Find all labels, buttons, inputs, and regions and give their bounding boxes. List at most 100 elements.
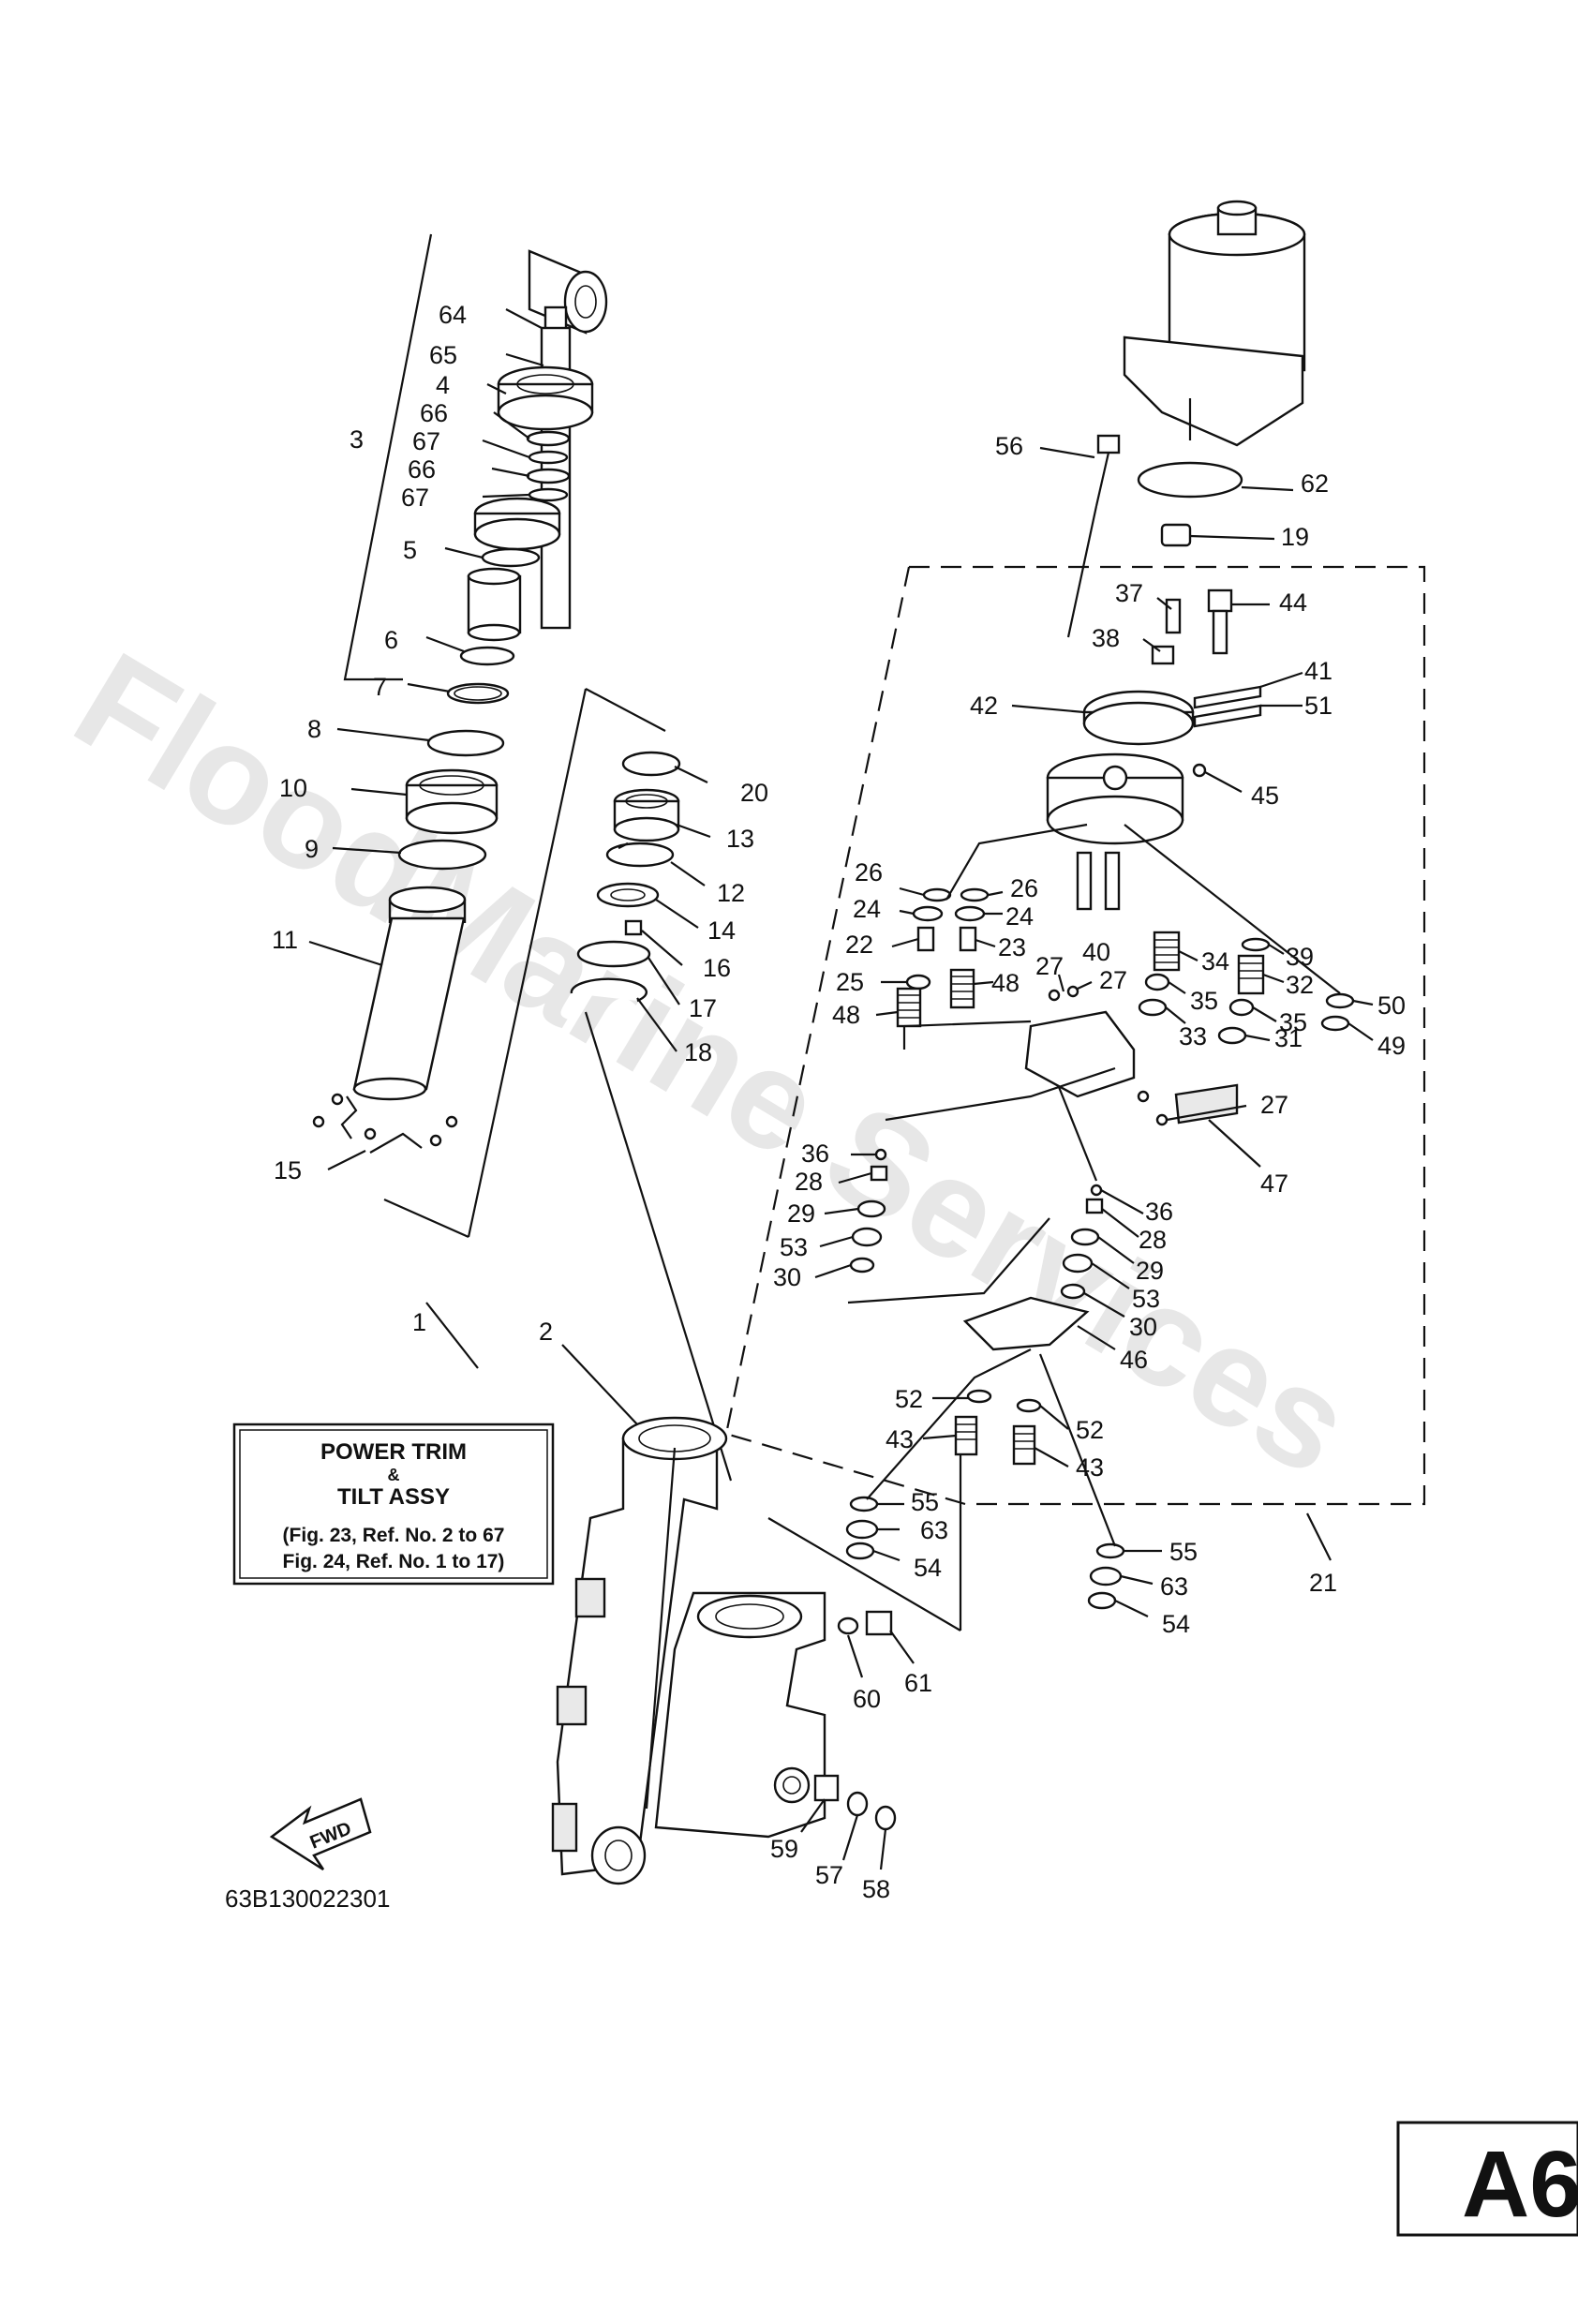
callout-66: 66 xyxy=(420,399,448,427)
callout-57: 57 xyxy=(815,1861,843,1889)
callout-47: 47 xyxy=(1260,1169,1288,1198)
callout-3: 3 xyxy=(350,425,364,454)
callout-49: 49 xyxy=(1377,1032,1406,1060)
callout-14: 14 xyxy=(707,916,736,945)
page-badge: A6 xyxy=(1396,2121,1578,2237)
callout-34: 34 xyxy=(1201,947,1229,976)
callout-45: 45 xyxy=(1251,782,1279,810)
callout-52: 52 xyxy=(895,1385,923,1413)
fwd-arrow-icon: FWD xyxy=(269,1797,372,1871)
callout-39: 39 xyxy=(1286,943,1314,971)
callout-numbers: 1 2 3 4 5 6 7 8 9 10 11 12 13 14 15 16 1… xyxy=(272,301,1406,1903)
callout-51: 51 xyxy=(1304,692,1332,720)
callout-28: 28 xyxy=(1139,1226,1167,1254)
callout-46: 46 xyxy=(1120,1346,1148,1374)
callout-30: 30 xyxy=(773,1263,801,1291)
callout-2: 2 xyxy=(539,1318,553,1346)
callout-31: 31 xyxy=(1274,1024,1303,1052)
callout-18: 18 xyxy=(684,1038,712,1066)
callout-63: 63 xyxy=(920,1516,948,1544)
callout-41: 41 xyxy=(1304,657,1332,685)
callout-52: 52 xyxy=(1076,1416,1104,1444)
callout-56: 56 xyxy=(995,432,1023,460)
callout-65: 65 xyxy=(429,341,457,369)
callout-24: 24 xyxy=(1005,902,1034,931)
callout-67: 67 xyxy=(412,427,440,455)
callout-55: 55 xyxy=(911,1488,939,1516)
callout-27: 27 xyxy=(1260,1091,1288,1119)
callout-53: 53 xyxy=(780,1233,808,1261)
callout-64: 64 xyxy=(439,301,467,329)
callout-62: 62 xyxy=(1301,469,1329,498)
reference-line-1: POWER TRIM xyxy=(320,1439,467,1465)
callout-9: 9 xyxy=(305,835,319,863)
callout-19: 19 xyxy=(1281,523,1309,551)
callout-36: 36 xyxy=(801,1140,829,1168)
callout-27: 27 xyxy=(1035,952,1064,980)
callout-38: 38 xyxy=(1092,624,1120,652)
callout-25: 25 xyxy=(836,968,864,996)
callout-17: 17 xyxy=(689,994,717,1022)
callout-43: 43 xyxy=(1076,1453,1104,1482)
callout-26: 26 xyxy=(855,858,883,886)
page-badge-text: A6 xyxy=(1462,2132,1578,2237)
reference-line-4: (Fig. 23, Ref. No. 2 to 67 xyxy=(283,1525,505,1546)
callout-20: 20 xyxy=(740,779,768,807)
callout-55: 55 xyxy=(1169,1538,1198,1566)
tilt-rod-assembly xyxy=(312,233,608,1239)
callout-30: 30 xyxy=(1129,1313,1157,1341)
callout-1: 1 xyxy=(412,1308,426,1336)
callout-48: 48 xyxy=(832,1001,860,1029)
callout-7: 7 xyxy=(373,673,387,701)
trim-cylinder-body xyxy=(551,1416,962,1885)
callout-26: 26 xyxy=(1010,874,1038,902)
callout-58: 58 xyxy=(862,1875,890,1903)
callout-54: 54 xyxy=(914,1554,942,1582)
callout-23: 23 xyxy=(998,933,1026,961)
callout-60: 60 xyxy=(853,1685,881,1713)
callout-32: 32 xyxy=(1286,971,1314,999)
callout-66: 66 xyxy=(408,455,436,484)
callout-15: 15 xyxy=(274,1156,302,1184)
reference-line-5: Fig. 24, Ref. No. 1 to 17) xyxy=(283,1551,505,1572)
callout-53: 53 xyxy=(1132,1285,1160,1313)
reference-box: POWER TRIM & TILT ASSY (Fig. 23, Ref. No… xyxy=(232,1423,555,1586)
callout-36: 36 xyxy=(1145,1198,1173,1226)
callout-50: 50 xyxy=(1377,991,1406,1020)
callout-35: 35 xyxy=(1190,987,1218,1015)
callout-22: 22 xyxy=(845,931,873,959)
callout-43: 43 xyxy=(886,1425,914,1453)
trim-motor xyxy=(1123,200,1306,547)
callout-4: 4 xyxy=(436,371,450,399)
callout-40: 40 xyxy=(1082,938,1110,966)
callout-21: 21 xyxy=(1309,1569,1337,1597)
callout-11: 11 xyxy=(272,926,298,954)
leader-lines xyxy=(308,308,1374,1870)
diagram-code: 63B130022301 xyxy=(225,1885,390,1913)
callout-54: 54 xyxy=(1162,1610,1190,1638)
callout-24: 24 xyxy=(853,895,881,923)
callout-6: 6 xyxy=(384,626,398,654)
callout-10: 10 xyxy=(279,774,307,802)
callout-63: 63 xyxy=(1160,1572,1188,1601)
callout-8: 8 xyxy=(307,715,321,743)
callout-29: 29 xyxy=(1136,1257,1164,1285)
callout-48: 48 xyxy=(991,969,1020,997)
callout-59: 59 xyxy=(770,1835,798,1863)
reference-line-2: & xyxy=(388,1466,400,1484)
reference-line-3: TILT ASSY xyxy=(337,1484,450,1510)
callout-42: 42 xyxy=(970,692,998,720)
callout-12: 12 xyxy=(717,879,745,907)
callout-35: 35 xyxy=(1279,1008,1307,1036)
callout-61: 61 xyxy=(904,1669,932,1697)
callout-44: 44 xyxy=(1279,588,1307,617)
valve-assembly xyxy=(724,434,1426,1831)
callout-33: 33 xyxy=(1179,1022,1207,1050)
callout-13: 13 xyxy=(726,825,754,853)
callout-67: 67 xyxy=(401,484,429,512)
callout-5: 5 xyxy=(403,536,417,564)
watermark: FloodMarine Services xyxy=(51,621,1377,1505)
callout-16: 16 xyxy=(703,954,731,982)
callout-28: 28 xyxy=(795,1168,823,1196)
